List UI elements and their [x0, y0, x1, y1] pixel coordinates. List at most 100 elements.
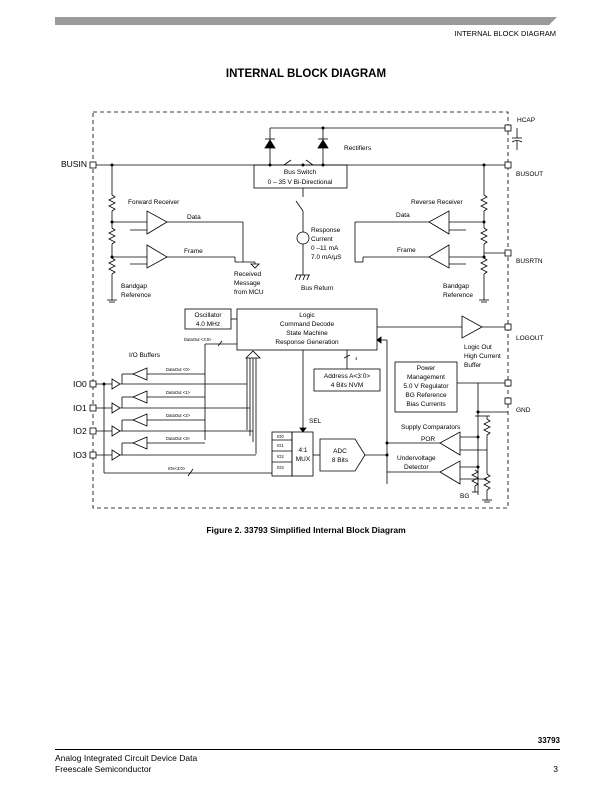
logic-block — [236, 308, 378, 351]
reverse-receiver-data-comparator — [428, 210, 450, 235]
label-power-5: Bias Currents — [406, 401, 446, 408]
por-comparator — [439, 431, 461, 456]
ic-boundary — [92, 111, 509, 509]
label-mux-in-3: IO3 — [277, 465, 284, 470]
label-mux-in-0: IO0 — [277, 434, 284, 439]
label-power-1: Power — [417, 365, 436, 372]
header-bar — [55, 17, 557, 25]
label-io-buffers: I/O Buffers — [129, 352, 161, 359]
label-mux-in-1: IO1 — [277, 443, 284, 448]
label-mux-in-2: IO2 — [277, 454, 284, 459]
pin-io1 — [89, 404, 97, 412]
part-number: 33793 — [537, 736, 560, 745]
label-dataout-0: DataOut <0> — [166, 367, 191, 372]
label-uv-1: Undervoltage — [397, 455, 436, 462]
block-diagram: BUSIN IO0 IO1 IO2 IO3 HCAP BUSOUT BUSRTN… — [61, 111, 543, 509]
footer-divider — [55, 749, 560, 750]
label-mux-1: 4:1 — [298, 447, 307, 454]
logic-out-buffer — [461, 315, 483, 339]
label-logic-2: Command Decode — [280, 321, 335, 328]
label-supply-comparators: Supply Comparators — [401, 424, 461, 431]
label-address-1: Address A<3:0> — [324, 373, 370, 380]
label-logic-3: State Machine — [286, 330, 328, 337]
label-oscillator-1: Oscillator — [194, 312, 222, 319]
label-response-1: Response — [311, 227, 341, 234]
label-logic-out-3: Buffer — [464, 362, 482, 369]
label-received-2: Message — [234, 280, 261, 287]
page-title: INTERNAL BLOCK DIAGRAM — [225, 68, 387, 80]
rectifier-diode-left — [264, 139, 276, 149]
pin-busrtn — [504, 249, 512, 257]
bus-switch-block — [253, 164, 348, 189]
label-dataout-bus: DataOut <3:0> — [184, 337, 212, 342]
label-adc-1: ADC — [333, 448, 347, 455]
label-dataout-2: DataOut <2> — [166, 413, 191, 418]
label-reverse-receiver: Reverse Receiver — [411, 199, 463, 206]
label-busin: BUSIN — [61, 159, 87, 169]
page-number: 3 — [553, 764, 558, 774]
label-response-2: Current — [311, 236, 333, 243]
current-source-icon — [296, 231, 310, 245]
label-dataout-3: DataOut <3> — [166, 436, 191, 441]
forward-receiver-frame-comparator — [146, 244, 168, 269]
pin-busin — [89, 161, 97, 169]
label-bus-return: Bus Return — [301, 285, 334, 292]
label-power-2: Management — [407, 374, 445, 381]
forward-receiver-data-comparator — [146, 210, 168, 235]
label-power-3: 5.0 V Regulator — [403, 383, 449, 390]
label-forward-receiver: Forward Receiver — [128, 199, 180, 206]
label-adc-2: 8 Bits — [332, 457, 349, 464]
pin-gnd-b — [504, 397, 512, 405]
pin-logout — [504, 323, 512, 331]
label-io3: IO3 — [73, 450, 87, 460]
label-io0: IO0 — [73, 379, 87, 389]
label-response-4: 7.0 mA/µS — [311, 254, 342, 261]
label-sel: SEL — [309, 418, 322, 425]
label-dataout-1: DataOut <1> — [166, 390, 191, 395]
label-data-left: Data — [187, 214, 201, 221]
label-busout: BUSOUT — [516, 171, 543, 178]
pin-gnd-a — [504, 379, 512, 387]
label-logic-out-2: High Current — [464, 353, 501, 360]
figure-caption: Figure 2. 33793 Simplified Internal Bloc… — [206, 525, 406, 535]
label-bus-width: 4 — [355, 356, 358, 361]
io-bus-up-arrow — [245, 350, 261, 359]
label-bus-switch-2: 0 – 35 V Bi-Directional — [268, 179, 333, 186]
pin-hcap — [504, 124, 512, 132]
label-address-2: 4 Bits NVM — [331, 382, 364, 389]
footer-line-2: Freescale Semiconductor — [55, 764, 152, 774]
label-logic-out-1: Logic Out — [464, 344, 492, 351]
label-bandgap-left-1: Bandgap — [121, 283, 147, 290]
label-frame-left: Frame — [184, 248, 203, 255]
power-management-block — [394, 361, 458, 413]
header-section-label: INTERNAL BLOCK DIAGRAM — [454, 29, 556, 38]
label-bus-switch-1: Bus Switch — [284, 169, 317, 176]
label-mux-2: MUX — [296, 456, 311, 463]
label-power-4: BG Reference — [405, 392, 447, 399]
label-logic-4: Response Generation — [275, 339, 339, 346]
label-frame-right: Frame — [397, 247, 416, 254]
adc-block — [319, 438, 366, 472]
label-received-1: Received — [234, 271, 261, 278]
undervoltage-comparator — [439, 460, 461, 485]
pin-io2 — [89, 427, 97, 435]
label-io2: IO2 — [73, 426, 87, 436]
label-uv-2: Detector — [404, 464, 429, 471]
label-por: POR — [421, 436, 435, 443]
label-io-bus: IOs<3:0> — [168, 466, 186, 471]
label-bg: BG — [460, 493, 469, 500]
label-busrtn: BUSRTN — [516, 258, 543, 265]
label-hcap: HCAP — [517, 117, 535, 124]
label-gnd: GND — [516, 407, 531, 414]
label-rectifiers: Rectifiers — [344, 145, 372, 152]
label-logout: LOGOUT — [516, 335, 543, 342]
rectifier-diode-right — [317, 139, 329, 149]
label-bandgap-left-2: Reference — [121, 292, 151, 299]
footer-line-1: Analog Integrated Circuit Device Data — [55, 753, 198, 763]
label-logic-1: Logic — [299, 312, 315, 319]
label-received-3: from MCU — [234, 289, 264, 296]
label-response-3: 0 –11 mA — [311, 245, 339, 252]
label-io1: IO1 — [73, 403, 87, 413]
label-oscillator-2: 4.0 MHz — [196, 321, 220, 328]
pin-io0 — [89, 380, 97, 388]
